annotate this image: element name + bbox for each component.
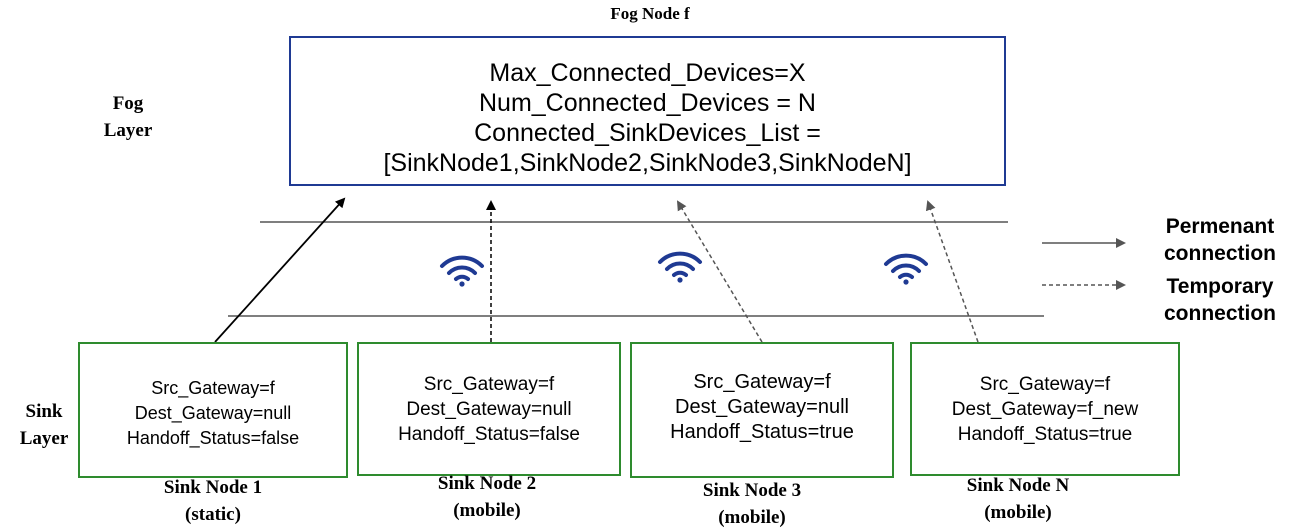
- wifi-icon: [658, 251, 702, 283]
- fog-sink-list-values: [SinkNode1,SinkNode2,SinkNode3,SinkNodeN…: [383, 149, 912, 177]
- sink-node-3-handoff: Handoff_Status=true: [670, 421, 854, 443]
- sink-node-2-name: Sink Node 2: [437, 473, 537, 494]
- fog-max-devices: Max_Connected_Devices=X: [489, 59, 806, 87]
- fog-layer-label-line2: Layer: [103, 120, 153, 141]
- sink-node-n-handoff: Handoff_Status=true: [957, 424, 1133, 445]
- sink-node-n-name: Sink Node N: [966, 475, 1070, 496]
- sink-node-2-type: (mobile): [453, 500, 521, 521]
- legend-permanent-label: Permenant connection: [1134, 213, 1306, 267]
- sink-node-n-type: (mobile): [984, 502, 1052, 523]
- wifi-icon: [884, 253, 928, 285]
- sink-node-1-src: Src_Gateway=f: [151, 378, 275, 398]
- sink-node-1-name: Sink Node 1: [163, 477, 263, 498]
- sink-node-2-box: Src_Gateway=f Dest_Gateway=null Handoff_…: [357, 342, 621, 476]
- sink-node-3-box: Src_Gateway=f Dest_Gateway=null Handoff_…: [630, 342, 894, 478]
- sink-node-1-title: Sink Node 1 (static): [113, 474, 313, 528]
- legend-temporary-line1: Temporary: [1166, 275, 1274, 298]
- temporary-connection-arrow-n: [925, 200, 979, 343]
- legend-permanent-line1: Permenant: [1165, 215, 1275, 238]
- sink-node-3-src: Src_Gateway=f: [693, 371, 831, 393]
- sink-node-3-title: Sink Node 3 (mobile): [652, 477, 852, 529]
- sink-node-1-handoff: Handoff_Status=false: [126, 428, 300, 448]
- legend-temporary-label: Temporary connection: [1134, 273, 1306, 327]
- sink-node-n-src: Src_Gateway=f: [979, 374, 1111, 395]
- sink-node-1-dest: Dest_Gateway=null: [134, 403, 292, 423]
- fog-layer-label-line1: Fog: [112, 93, 144, 114]
- sink-node-2-title: Sink Node 2 (mobile): [387, 470, 587, 524]
- sink-node-n-title: Sink Node N (mobile): [918, 472, 1118, 526]
- legend-temporary-line2: connection: [1163, 302, 1276, 325]
- sink-node-1-box: Src_Gateway=f Dest_Gateway=null Handoff_…: [78, 342, 348, 478]
- sink-node-2-handoff: Handoff_Status=false: [398, 424, 580, 445]
- permanent-connection-arrow: [214, 197, 346, 343]
- legend-permanent-line2: connection: [1163, 242, 1276, 265]
- sink-node-2-dest: Dest_Gateway=null: [406, 399, 572, 420]
- sink-layer-label: Sink Layer: [12, 398, 76, 452]
- fog-num-devices: Num_Connected_Devices = N: [479, 89, 816, 117]
- fog-layer-label: Fog Layer: [96, 90, 160, 144]
- sink-node-n-box: Src_Gateway=f Dest_Gateway=f_new Handoff…: [910, 342, 1180, 476]
- fog-node-title: Fog Node f: [610, 4, 690, 23]
- sink-node-n-dest: Dest_Gateway=f_new: [951, 399, 1139, 420]
- sink-node-1-type: (static): [185, 504, 241, 525]
- fog-node-box: Max_Connected_Devices=X Num_Connected_De…: [289, 36, 1006, 186]
- sink-layer-label-line2: Layer: [19, 428, 69, 449]
- sink-node-2-src: Src_Gateway=f: [423, 374, 555, 395]
- wifi-icon: [440, 255, 484, 287]
- sink-node-3-type: (mobile): [718, 507, 786, 528]
- temporary-connection-arrow-3: [676, 200, 763, 343]
- fog-sink-list-label: Connected_SinkDevices_List =: [474, 119, 821, 147]
- sink-node-3-dest: Dest_Gateway=null: [675, 396, 849, 418]
- sink-layer-label-line1: Sink: [25, 401, 63, 422]
- sink-node-3-name: Sink Node 3: [702, 480, 802, 501]
